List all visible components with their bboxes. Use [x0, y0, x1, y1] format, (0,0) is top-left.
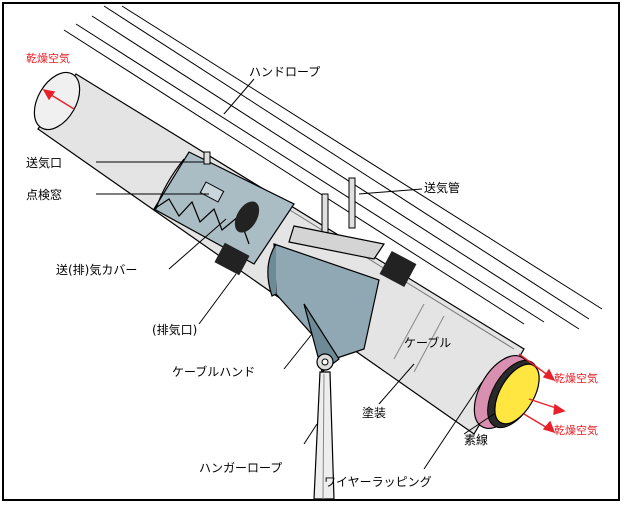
label-hanger-rope: ハンガーロープ [199, 461, 282, 475]
air-inlet-nozzle [203, 151, 211, 165]
label-air-inlet: 送気口 [26, 155, 62, 170]
label-dry-air-top-left: 乾燥空気 [26, 51, 70, 65]
label-vent-cover: 送(排)気カバー [56, 262, 137, 277]
inspection-window-shape [199, 181, 225, 203]
label-cable-hand: ケーブルハンド [172, 364, 255, 379]
air-pipe [288, 177, 417, 288]
vent-cover [153, 151, 295, 276]
wire-wrapping-bands [393, 303, 445, 373]
label-dry-air-right-lower: 乾燥空気 [554, 423, 598, 437]
labels: 乾燥空気 ハンドロープ 送気口 点検窓 送気管 送(排)気カバー (排気口) ケ… [26, 51, 598, 489]
cable-hand [267, 243, 380, 374]
suspension-bridge-cable-diagram: 乾燥空気 ハンドロープ 送気口 点検窓 送気管 送(排)気カバー (排気口) ケ… [26, 5, 603, 499]
leader-lines [96, 78, 495, 470]
exhaust-port-shape [214, 242, 250, 276]
label-strand: 素線 [464, 432, 488, 447]
label-air-pipe: 送気管 [424, 180, 460, 195]
label-cable: ケーブル [404, 335, 451, 350]
cable-end [473, 355, 540, 429]
label-wire-wrapping: ワイヤーラッピング [324, 475, 432, 489]
dry-air-arrows [42, 89, 566, 434]
hand-rope-lines [63, 5, 603, 330]
label-dry-air-right-upper: 乾燥空気 [554, 371, 598, 385]
hanger-rope [313, 371, 335, 499]
label-coating: 塗装 [362, 405, 386, 420]
diagram-frame: 乾燥空気 ハンドロープ 送気口 点検窓 送気管 送(排)気カバー (排気口) ケ… [2, 2, 620, 501]
label-hand-rope: ハンドロープ [249, 65, 320, 79]
label-exhaust-port: (排気口) [152, 322, 197, 337]
label-inspection-window: 点検窓 [26, 187, 62, 202]
